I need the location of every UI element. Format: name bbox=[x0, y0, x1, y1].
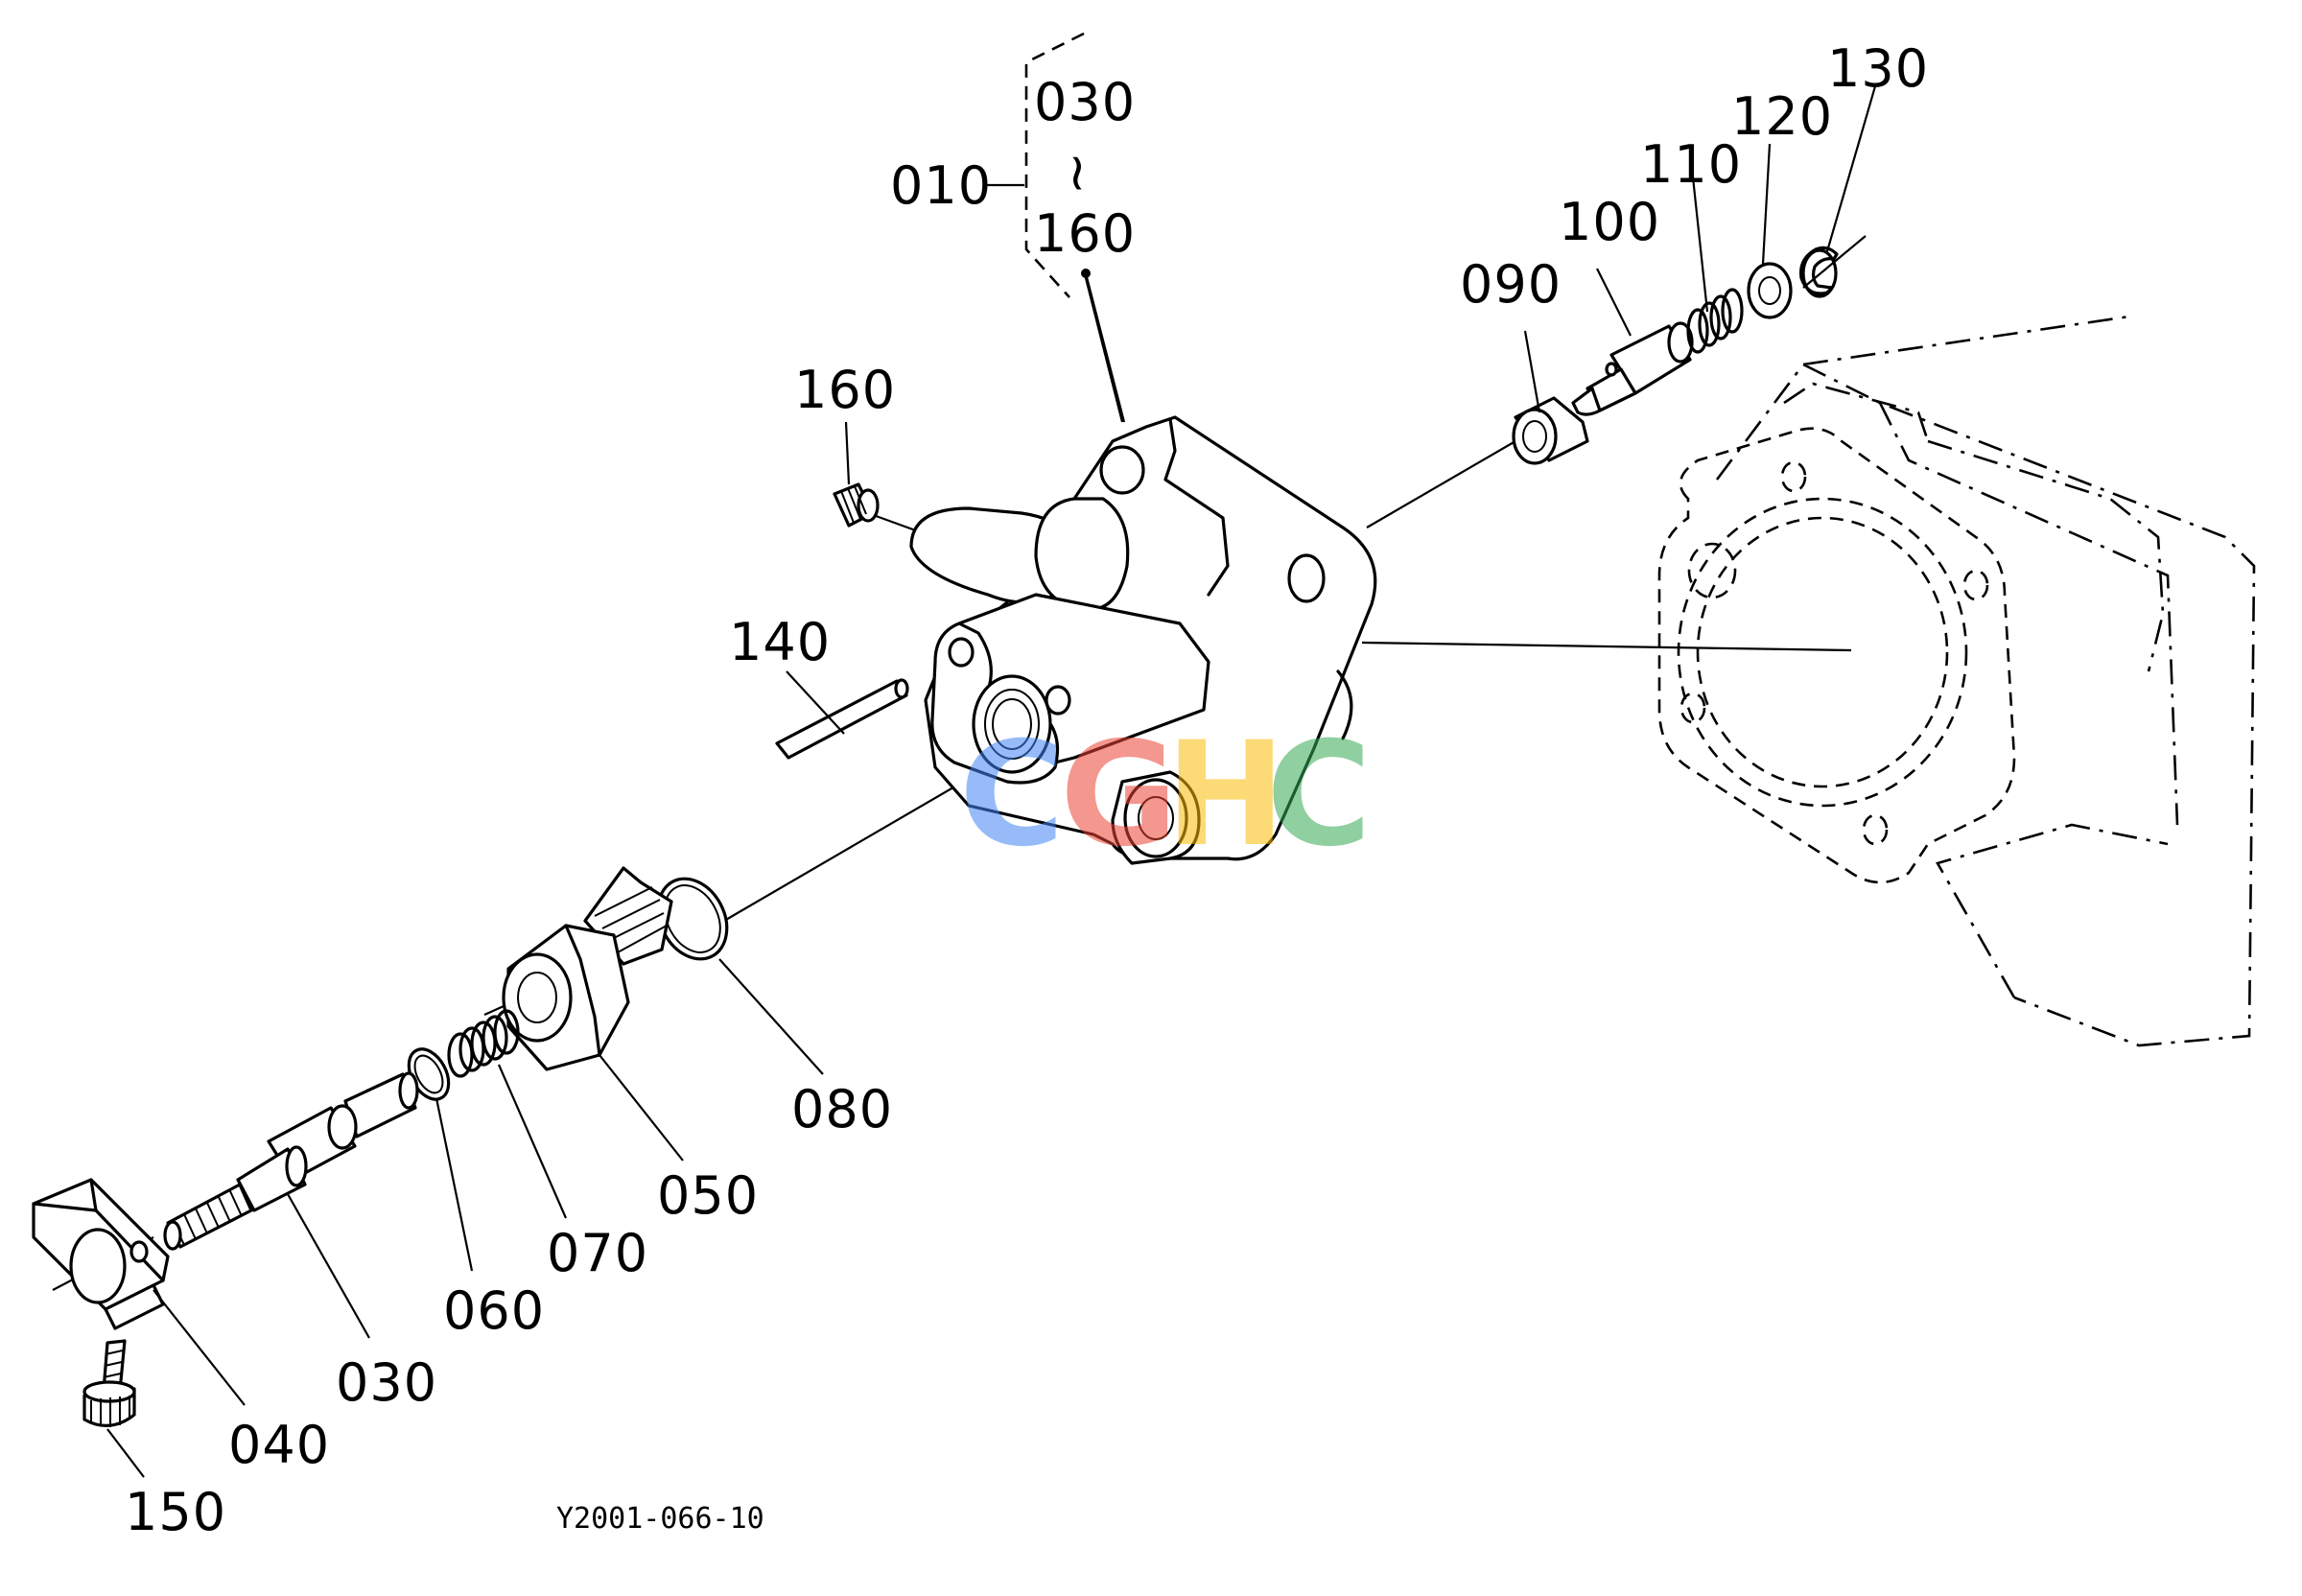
label-030: 030 bbox=[336, 1352, 437, 1413]
label-130: 130 bbox=[1827, 38, 1929, 99]
assembly-axis-lines bbox=[52, 235, 1867, 1291]
label-160-range-end: 160 bbox=[1034, 203, 1136, 264]
label-090: 090 bbox=[1460, 254, 1562, 315]
pump-body bbox=[909, 415, 1377, 865]
engine-housing-outline bbox=[1715, 315, 2256, 1047]
part-150-screw bbox=[82, 1339, 136, 1427]
part-labels: 010 030 ~ 160 160 140 090 100 110 120 13… bbox=[125, 38, 1929, 1542]
label-070: 070 bbox=[547, 1223, 648, 1283]
label-100: 100 bbox=[1559, 192, 1660, 252]
label-110: 110 bbox=[1640, 134, 1742, 195]
part-160-plug bbox=[833, 482, 880, 528]
label-140: 140 bbox=[729, 612, 831, 672]
part-060-o-ring bbox=[407, 1047, 451, 1101]
watermark-logo: C G H C bbox=[959, 712, 1372, 879]
part-130-snap-ring bbox=[1798, 246, 1839, 298]
mounting-flange bbox=[1657, 427, 2016, 884]
watermark-letter-c1: C bbox=[959, 712, 1065, 879]
label-120: 120 bbox=[1731, 86, 1833, 147]
part-030-valve-stem bbox=[163, 1071, 419, 1251]
label-050: 050 bbox=[657, 1165, 759, 1226]
part-070-spring bbox=[447, 1009, 520, 1078]
label-060: 060 bbox=[443, 1280, 545, 1341]
part-120-washer bbox=[1747, 262, 1793, 319]
part-050-hex-fitting bbox=[502, 866, 673, 1071]
label-150: 150 bbox=[125, 1482, 226, 1542]
label-leader-lines bbox=[106, 85, 1877, 1478]
label-080: 080 bbox=[791, 1079, 893, 1139]
watermark-letter-g: G bbox=[1060, 712, 1178, 879]
part-140-pin bbox=[775, 678, 909, 760]
diagram-reference-code: Y2001-066-10 bbox=[556, 1502, 764, 1536]
watermark-letter-h: H bbox=[1165, 712, 1286, 879]
label-040: 040 bbox=[228, 1415, 330, 1475]
label-160: 160 bbox=[794, 360, 896, 420]
part-040-clamp bbox=[32, 1178, 170, 1330]
assembly-group-bracket bbox=[983, 32, 1126, 423]
part-100-valve bbox=[1571, 321, 1694, 416]
leader-dot bbox=[1081, 269, 1091, 278]
part-110-spring bbox=[1686, 288, 1744, 354]
label-range-tilde: ~ bbox=[1048, 152, 1109, 196]
watermark-letter-c2: C bbox=[1266, 712, 1372, 879]
label-030-range-start: 030 bbox=[1034, 72, 1136, 132]
label-010: 010 bbox=[890, 155, 992, 216]
part-090-bushing bbox=[1512, 396, 1589, 465]
